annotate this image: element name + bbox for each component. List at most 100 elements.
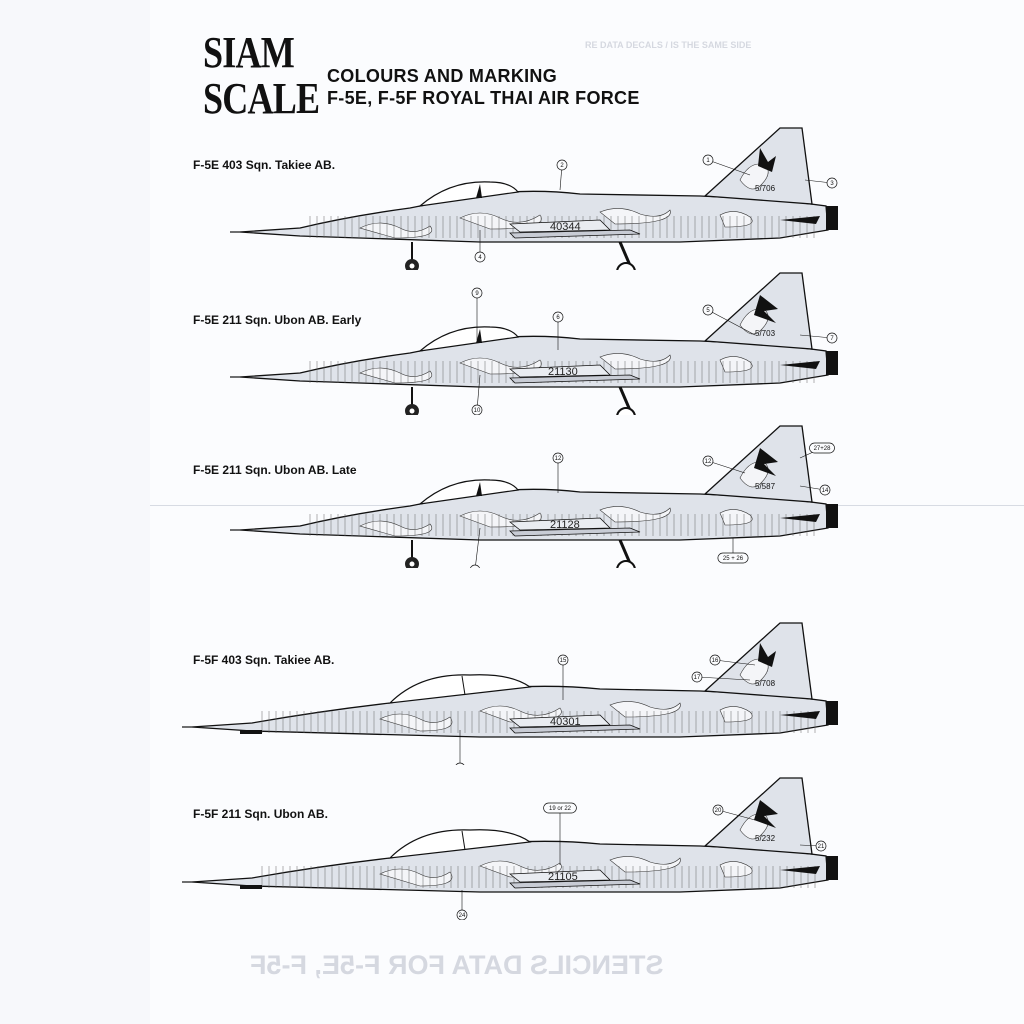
callout-badge [702, 304, 714, 316]
wing-root [509, 879, 641, 889]
logo-line-1: SIAM [203, 28, 295, 77]
exhaust-nozzle [826, 504, 838, 528]
profile-caption: F-5F 403 Sqn. Takiee AB. [193, 653, 335, 667]
callout-number: 25 + 26 [723, 556, 744, 562]
tail-code: 5/232 [755, 834, 776, 843]
callout-marker: 24 [456, 890, 468, 920]
callout-badge [557, 654, 569, 666]
callout-badge [815, 840, 827, 852]
camouflage-blotch [719, 861, 753, 878]
canopy [388, 829, 532, 859]
intake [508, 869, 611, 883]
callout-badge [712, 804, 724, 816]
canopy [418, 326, 520, 352]
callout-badge [471, 404, 483, 415]
exhaust-nozzle [826, 701, 838, 725]
profile-caption: F-5E 211 Sqn. Ubon AB. Early [193, 313, 362, 327]
callout-marker: 19 or 22 [543, 802, 577, 865]
callout-badge [455, 762, 465, 765]
callout-badge [543, 802, 577, 814]
serial-number: 21105 [548, 871, 578, 883]
callout-leader [717, 809, 756, 821]
callout-badge [717, 552, 749, 564]
ejection-seat [476, 482, 482, 496]
profile-caption: F-5F 211 Sqn. Ubon AB. [193, 807, 328, 821]
tail-camouflage [739, 658, 769, 685]
profile-caption: F-5E 403 Sqn. Takiee AB. [193, 158, 336, 172]
logo-line-2: SCALE [203, 74, 320, 123]
callout-number: 6 [556, 315, 560, 321]
exhaust-nozzle [826, 206, 838, 230]
callout-marker: 5 [702, 304, 756, 336]
camouflage-blotch [609, 701, 681, 718]
callout-number: 16 [712, 658, 719, 664]
heading-line-1: COLOURS AND MARKING [327, 66, 558, 86]
main-gear-wheel [616, 407, 636, 415]
intake [508, 517, 611, 531]
squadron-emblem [758, 643, 776, 667]
wing-root [509, 527, 641, 537]
serial-number: 40301 [550, 716, 581, 728]
callout-number: 17 [694, 675, 701, 681]
callout-marker: 12 [552, 452, 564, 493]
callout-leader [707, 460, 746, 474]
aircraft-profile: 5/7084030116151718 [182, 622, 838, 765]
callout-leader [707, 309, 756, 336]
callout-number: 10 [474, 408, 481, 414]
camouflage-blotch [609, 856, 681, 873]
callout-badge [474, 251, 486, 263]
callout-marker: 7 [799, 332, 838, 344]
callout-number: 7 [830, 336, 834, 342]
callout-badge [809, 442, 835, 454]
tail-code: 5/708 [755, 679, 776, 688]
callout-marker: 3 [804, 177, 838, 189]
horizontal-stabilizer [780, 361, 820, 369]
callout-badge [456, 909, 468, 920]
camouflage-blotch [599, 208, 671, 225]
horizontal-stabilizer [780, 216, 820, 224]
squadron-emblem [754, 295, 778, 323]
callout-badge [819, 484, 831, 496]
callout-badge [702, 154, 714, 166]
callout-leader [474, 527, 481, 568]
callout-badge [826, 177, 838, 189]
callout-badge [691, 671, 703, 683]
callout-marker: 27+28 [799, 442, 835, 459]
callout-marker: 1 [702, 154, 751, 176]
nose-gear-hub [409, 561, 415, 567]
ejection-seat [476, 329, 482, 343]
serial-number: 21128 [550, 519, 580, 531]
squadron-emblem [754, 448, 778, 476]
canopy [418, 181, 520, 207]
exhaust-nozzle [826, 856, 838, 880]
callout-number: 12 [705, 459, 712, 465]
callout-marker: 9 [471, 287, 483, 340]
callout-marker: 14 [799, 484, 831, 496]
callout-marker: 12 [702, 455, 746, 474]
aircraft-profile: 5/703 21130 9 5 6 7 10 [230, 272, 838, 415]
camouflage-blotch [599, 506, 671, 523]
callout-marker: 17 [691, 671, 751, 683]
callout-marker: 13 [470, 527, 481, 568]
callout-marker: 2 [556, 159, 568, 191]
callout-badge [552, 311, 564, 323]
callout-leader [476, 374, 481, 411]
callout-marker: 20 [712, 804, 756, 821]
callout-leader [696, 676, 751, 681]
callout-badge [470, 564, 480, 568]
exhaust-nozzle [826, 351, 838, 375]
tail-code: 5/703 [755, 329, 776, 338]
intake [508, 714, 611, 728]
main-gear-wheel [616, 560, 636, 568]
callout-leader [714, 659, 756, 666]
callout-number: 14 [822, 488, 829, 494]
canopy [418, 479, 520, 505]
serial-number: 21130 [548, 366, 578, 378]
callout-number: 1 [706, 158, 710, 164]
callout-badge [552, 452, 564, 464]
callout-leader [799, 334, 833, 339]
callout-marker: 18 [455, 730, 465, 765]
squadron-emblem [754, 800, 778, 828]
